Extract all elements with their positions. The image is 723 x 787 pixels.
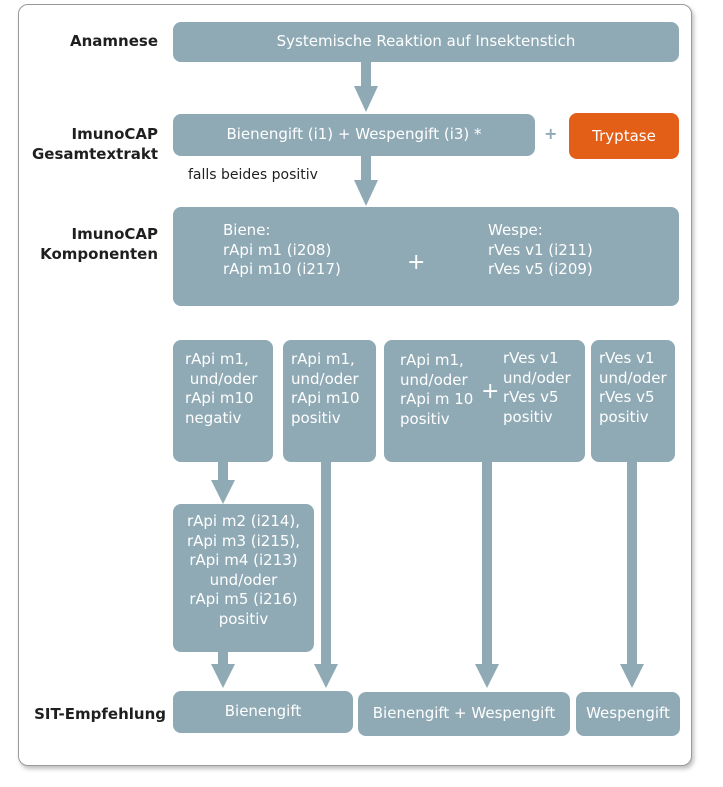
result-box-biene-positiv: rApi m1, und/oder rApi m10 positiv (283, 340, 376, 462)
label-komponenten: ImunoCAP Komponenten (40, 225, 158, 263)
secondary-components-text: rApi m2 (i214), rApi m3 (i215), rApi m4 … (186, 512, 301, 628)
arrow-head (475, 664, 499, 688)
result-box-biene-negativ: rApi m1, und/oder rApi m10 negativ (173, 340, 273, 462)
arrow-head (620, 664, 644, 688)
wespe-components: Wespe: rVes v1 (i211) rVes v5 (i209) (488, 221, 593, 278)
falls-note: falls beides positiv (188, 167, 318, 183)
arrow-shaft (218, 650, 228, 666)
result-wespe-part: rVes v1 und/oder rVes v5 positiv (503, 349, 571, 426)
plus-sign: + (407, 250, 426, 275)
sit-bienengift-wespengift-box: Bienengift + Wespengift (358, 692, 570, 736)
arrow-head (314, 664, 338, 688)
arrow-shaft (361, 62, 371, 88)
arrow-head (354, 180, 378, 206)
label-sit-empfehlung: SIT-Empfehlung (34, 705, 166, 723)
arrow-head (354, 86, 378, 112)
arrow-shaft (361, 156, 371, 182)
gesamtextrakt-box: Bienengift (i1) + Wespengift (i3) * (173, 114, 535, 156)
arrow-shaft (321, 460, 331, 666)
arrow-shaft (627, 460, 637, 666)
result-box-beide-positiv: rApi m1, und/oder rApi m 10 positiv + rV… (384, 340, 585, 462)
sit-wespengift-box: Wespengift (576, 692, 680, 736)
arrow-shaft (218, 460, 228, 482)
arrow-head (211, 664, 235, 688)
tryptase-box: Tryptase (569, 113, 679, 159)
plus-sign: + (481, 379, 500, 404)
biene-components: Biene: rApi m1 (i208) rApi m10 (i217) (223, 221, 341, 278)
arrow-shaft (482, 460, 492, 666)
komponenten-box: Biene: rApi m1 (i208) rApi m10 (i217) + … (173, 207, 679, 306)
result-biene-part: rApi m1, und/oder rApi m 10 positiv (400, 351, 474, 428)
label-anamnese: Anamnese (70, 32, 158, 50)
anamnese-box: Systemische Reaktion auf Insektenstich (173, 22, 679, 62)
arrow-head (211, 480, 235, 504)
result-box-wespe-positiv: rVes v1 und/oder rVes v5 positiv (591, 340, 675, 462)
label-gesamtextrakt: ImunoCAP Gesamtextrakt (31, 125, 158, 163)
sit-bienengift-box: Bienengift (173, 691, 353, 733)
secondary-components-box: rApi m2 (i214), rApi m3 (i215), rApi m4 … (173, 504, 314, 652)
plus-sign: + (544, 124, 558, 143)
